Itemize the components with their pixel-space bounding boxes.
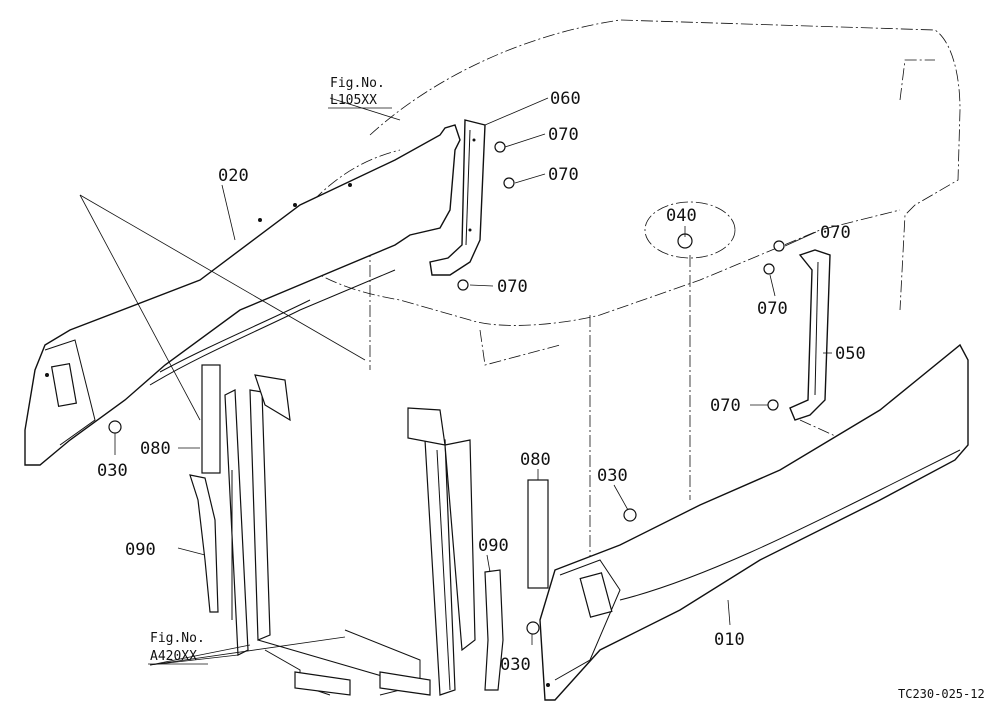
- callout-070-c: 070: [497, 277, 528, 297]
- svg-text:L105XX: L105XX: [330, 93, 377, 108]
- callout-070-b: 070: [548, 165, 579, 185]
- side-cover-right-010: [539, 343, 969, 701]
- callout-080-a: 080: [140, 439, 171, 459]
- side-cover-left-020: [24, 124, 461, 466]
- figure-reference-top: Fig.No. L105XX: [328, 76, 392, 109]
- bolts: [108, 141, 785, 635]
- leader-lines: [79, 97, 832, 666]
- seal-090-right: [484, 569, 504, 691]
- callout-030-c: 030: [500, 655, 531, 675]
- bracket-050: [789, 249, 831, 421]
- drawing-id: TC230-025-12: [898, 687, 985, 701]
- callout-040: 040: [666, 206, 697, 226]
- callout-070-a: 070: [548, 125, 579, 145]
- callout-090-a: 090: [125, 540, 156, 560]
- callout-090-b: 090: [478, 536, 509, 556]
- bolt-070-3: [457, 279, 469, 291]
- bolt-030-1: [108, 420, 122, 434]
- bolt-070-6: [767, 399, 779, 411]
- callout-010: 010: [714, 630, 745, 650]
- callout-050: 050: [835, 344, 866, 364]
- hood-phantom-outline: [279, 19, 961, 560]
- callout-080-b: 080: [520, 450, 551, 470]
- callout-060: 060: [550, 89, 581, 109]
- svg-text:Fig.No.: Fig.No.: [330, 76, 385, 91]
- callout-070-e: 070: [757, 299, 788, 319]
- seal-090-left: [189, 474, 219, 613]
- figure-reference-bottom: Fig.No. A420XX: [148, 631, 208, 665]
- bolt-030-3: [526, 621, 540, 635]
- bracket-060: [429, 119, 486, 276]
- bolt-070-1: [494, 141, 506, 153]
- callout-030-b: 030: [597, 466, 628, 486]
- spacer-080-right: [527, 479, 549, 589]
- callout-070-d: 070: [820, 223, 851, 243]
- bolt-070-2: [503, 177, 515, 189]
- bolt-030-2: [623, 508, 637, 522]
- svg-text:Fig.No.: Fig.No.: [150, 631, 205, 646]
- callout-070-f: 070: [710, 396, 741, 416]
- spacer-080-left: [201, 364, 221, 474]
- bolt-070-4: [773, 240, 785, 252]
- radiator-frame: [224, 374, 476, 696]
- callout-020: 020: [218, 166, 249, 186]
- callout-030-a: 030: [97, 461, 128, 481]
- bolt-070-5: [763, 263, 775, 275]
- svg-text:A420XX: A420XX: [150, 649, 197, 664]
